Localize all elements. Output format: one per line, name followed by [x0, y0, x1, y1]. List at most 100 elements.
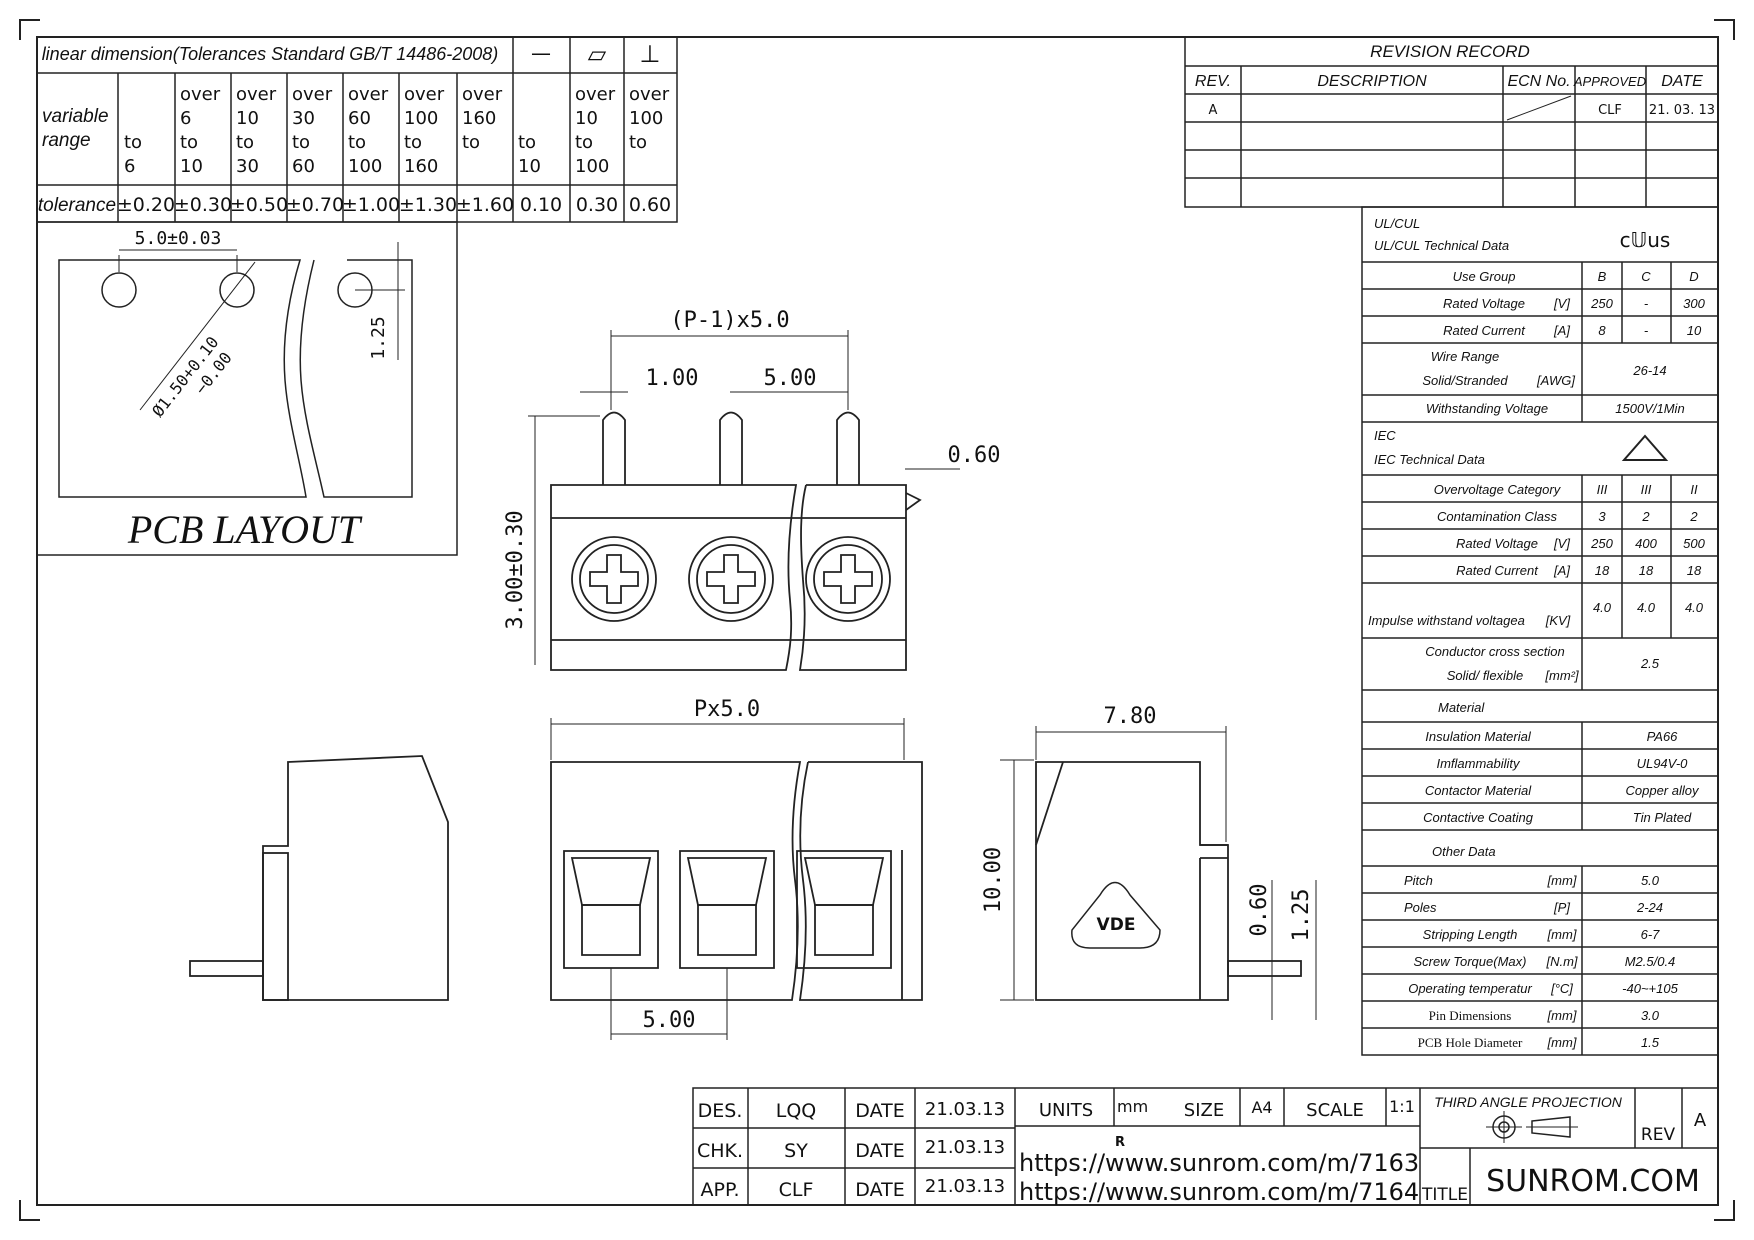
rev-value: A — [1694, 1110, 1707, 1131]
other-row-unit: [mm] — [1547, 873, 1577, 888]
revision-record — [1184, 36, 1719, 208]
material-row-label: Insulation Material — [1425, 729, 1532, 744]
wire-range-label: Wire Range — [1431, 349, 1500, 364]
vde-mark: VDE — [1097, 915, 1136, 935]
range-column-text: to — [348, 132, 366, 153]
material-row-value: Tin Plated — [1633, 810, 1692, 825]
iec-row-value: II — [1690, 482, 1698, 497]
des-name: LQQ — [776, 1100, 817, 1122]
ul-row-label: Rated Current — [1443, 323, 1526, 338]
range-column-text: 30 — [236, 156, 259, 177]
withstand-label: Withstanding Voltage — [1426, 401, 1548, 416]
app-label: APP. — [701, 1179, 740, 1201]
other-row-value: 3.0 — [1641, 1008, 1660, 1023]
side-width-dimension: 7.80 — [1104, 704, 1157, 729]
url-7164: https://www.sunrom.com/m/7164 — [1019, 1178, 1419, 1206]
range-column-text: over — [404, 84, 445, 105]
chk-label: CHK. — [697, 1140, 743, 1162]
range-column-text: over — [629, 84, 670, 105]
units-label: UNITS — [1039, 1100, 1093, 1121]
range-column-text: 6 — [124, 156, 135, 177]
cross-section-label: Conductor cross section — [1425, 644, 1564, 659]
material-title: Material — [1438, 700, 1485, 715]
other-row-label: Operating temperatur — [1408, 981, 1532, 996]
range-column-text: 100 — [575, 156, 609, 177]
tolerance-column-headers: to6over6to10over10to30over30to60over60to… — [124, 84, 670, 177]
impulse-label: Impulse withstand voltagea — [1368, 613, 1525, 628]
des-date-label: DATE — [855, 1100, 904, 1122]
range-column-text: 160 — [462, 108, 496, 129]
revision-cell: CLF — [1598, 103, 1622, 118]
variable-range-label: variable range — [42, 106, 109, 151]
tolerance-value: 0.60 — [629, 194, 671, 216]
iec-row-value: 18 — [1687, 563, 1702, 578]
wire-range-unit: [AWG] — [1536, 373, 1575, 388]
withstand-value: 1500V/1Min — [1615, 401, 1684, 416]
ul-row-value: 300 — [1683, 296, 1705, 311]
front-pitch-dimension: 5.00 — [764, 366, 817, 391]
other-row-label: Pitch — [1404, 873, 1433, 888]
iec-row-value: 400 — [1635, 536, 1657, 551]
revision-header: DATE — [1661, 73, 1703, 90]
iec-row-value: 3 — [1598, 509, 1606, 524]
range-column-text: over — [180, 84, 221, 105]
ul-row-value: 8 — [1598, 323, 1606, 338]
tolerance-title: linear dimension(Tolerances Standard GB/… — [42, 44, 499, 64]
ul-row-value: - — [1644, 296, 1649, 311]
other-row-unit: [N.m] — [1545, 954, 1577, 969]
range-column-text: over — [236, 84, 277, 105]
range-column-text: to — [629, 132, 647, 153]
other-row-value: 6-7 — [1641, 927, 1661, 942]
iec-row-value: 2 — [1641, 509, 1650, 524]
range-column-text: 10 — [236, 108, 259, 129]
variable-range-text: range — [42, 130, 91, 151]
iec-row-label: Overvoltage Category — [1434, 482, 1562, 497]
range-column-text: over — [348, 84, 389, 105]
front-overall-dimension: (P-1)x5.0 — [670, 308, 789, 333]
chk-date-label: DATE — [855, 1140, 904, 1162]
range-column-text: 60 — [292, 156, 315, 177]
rev-label: REV — [1641, 1125, 1676, 1145]
other-row-value: -40~+105 — [1622, 981, 1678, 996]
range-column-text: 6 — [180, 108, 191, 129]
iec-row-unit: [V] — [1553, 536, 1570, 551]
revision-header: REV. — [1195, 73, 1231, 90]
ul-row-value: 10 — [1687, 323, 1702, 338]
range-column-text: to — [518, 132, 536, 153]
front-view — [528, 330, 960, 671]
material-row-label: Contactor Material — [1425, 783, 1532, 798]
tolerance-value: ±1.30 — [399, 194, 457, 216]
iec-row-label: Rated Current — [1456, 563, 1539, 578]
range-column-text: 100 — [404, 108, 438, 129]
scale-label: SCALE — [1306, 1100, 1364, 1121]
straightness-symbol: — — [531, 41, 551, 65]
other-row-value: 2-24 — [1636, 900, 1663, 915]
bottom-pitch-dimension: 5.00 — [643, 1008, 696, 1033]
app-date: 21.03.13 — [925, 1176, 1005, 1197]
variable-range-text: variable — [42, 106, 109, 127]
revision-header: APPROVED — [1573, 74, 1646, 89]
app-date-label: DATE — [855, 1179, 904, 1201]
range-column-text: 10 — [180, 156, 203, 177]
other-row-value: M2.5/0.4 — [1625, 954, 1676, 969]
projection-label: THIRD ANGLE PROJECTION — [1434, 1094, 1623, 1110]
tolerance-table — [36, 36, 678, 223]
chk-date: 21.03.13 — [925, 1137, 1005, 1158]
size-value: A4 — [1251, 1098, 1272, 1117]
range-column-text: 100 — [348, 156, 382, 177]
material-row-label: Imflammability — [1436, 756, 1521, 771]
url-7163: https://www.sunrom.com/m/7163 — [1019, 1149, 1419, 1177]
range-column-text: over — [462, 84, 503, 105]
range-column-text: over — [575, 84, 616, 105]
iec-subtitle: IEC Technical Data — [1374, 452, 1485, 467]
side-view — [1000, 726, 1317, 1020]
app-name: CLF — [779, 1179, 814, 1201]
iec-row-value: 18 — [1595, 563, 1610, 578]
des-date: 21.03.13 — [925, 1099, 1005, 1120]
other-row-unit: [mm] — [1547, 1035, 1577, 1050]
title-block-text: DES. LQQ DATE 21.03.13 CHK. SY DATE 21.0… — [697, 1094, 1707, 1206]
other-row-label: Stripping Length — [1423, 927, 1518, 942]
